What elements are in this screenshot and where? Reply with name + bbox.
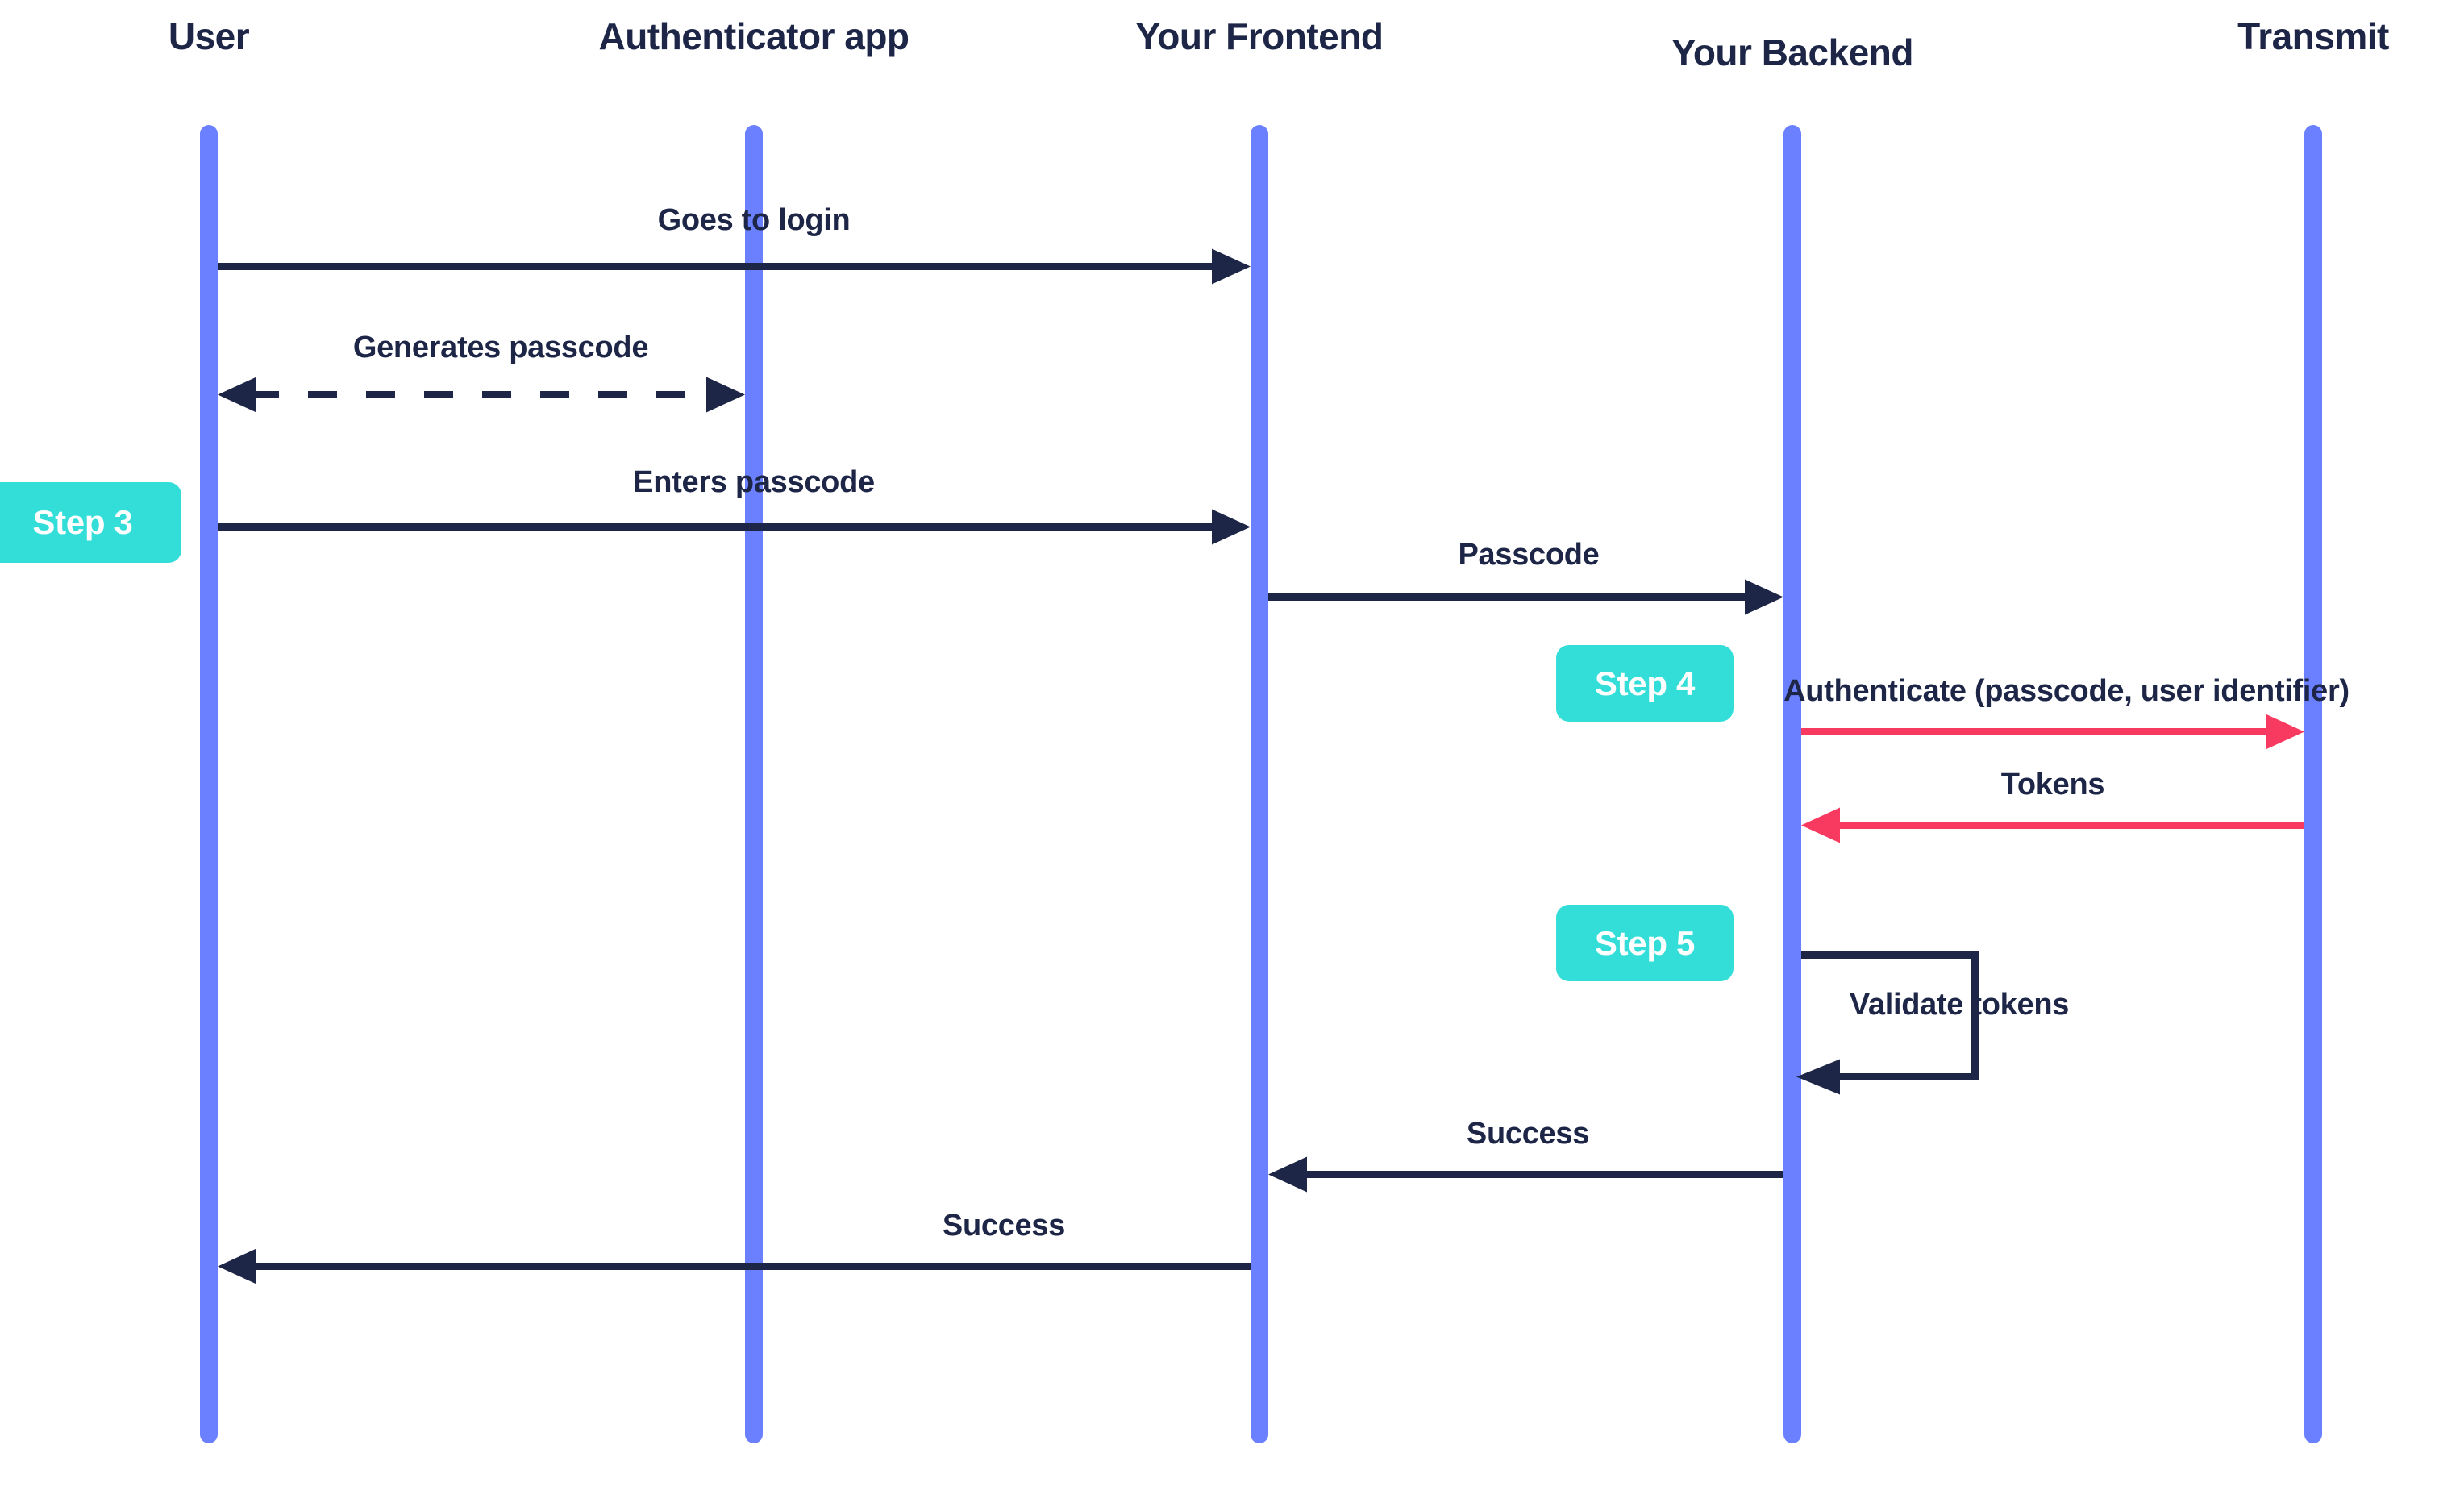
actor-header-user: User (168, 15, 250, 57)
actor-header-transmit: Transmit (2237, 15, 2389, 57)
actor-header-frontend: Your Frontend (1135, 15, 1384, 57)
lifeline-transmit (2304, 125, 2322, 1443)
lifeline-backend (1783, 125, 1801, 1443)
actor-header-authenticator: Authenticator app (598, 15, 909, 57)
actor-header-backend: Your Backend (1671, 31, 1913, 73)
message-label-generates-passcode: Generates passcode (352, 331, 649, 364)
message-label-goes-to-login: Goes to login (657, 203, 851, 237)
message-label-passcode: Passcode (1458, 538, 1600, 572)
lifeline-user (200, 125, 218, 1443)
message-label-authenticate: Authenticate (passcode, user identifier) (1783, 674, 2350, 708)
step-5-badge: Step 5 (1556, 905, 1734, 981)
step-3-badge: Step 3 (0, 482, 181, 563)
message-label-validate-tokens: Validate tokens (1849, 988, 2070, 1022)
step-4-badge: Step 4 (1556, 645, 1734, 722)
message-label-success-backend-frontend: Success (1466, 1117, 1590, 1151)
message-label-tokens: Tokens (2000, 768, 2105, 801)
message-label-enters-passcode: Enters passcode (633, 465, 875, 499)
message-line-success-frontend-user (218, 1248, 1251, 1284)
lifeline-authenticator (745, 125, 763, 1443)
message-label-success-frontend-user: Success (942, 1209, 1066, 1243)
lifeline-frontend (1251, 125, 1268, 1443)
